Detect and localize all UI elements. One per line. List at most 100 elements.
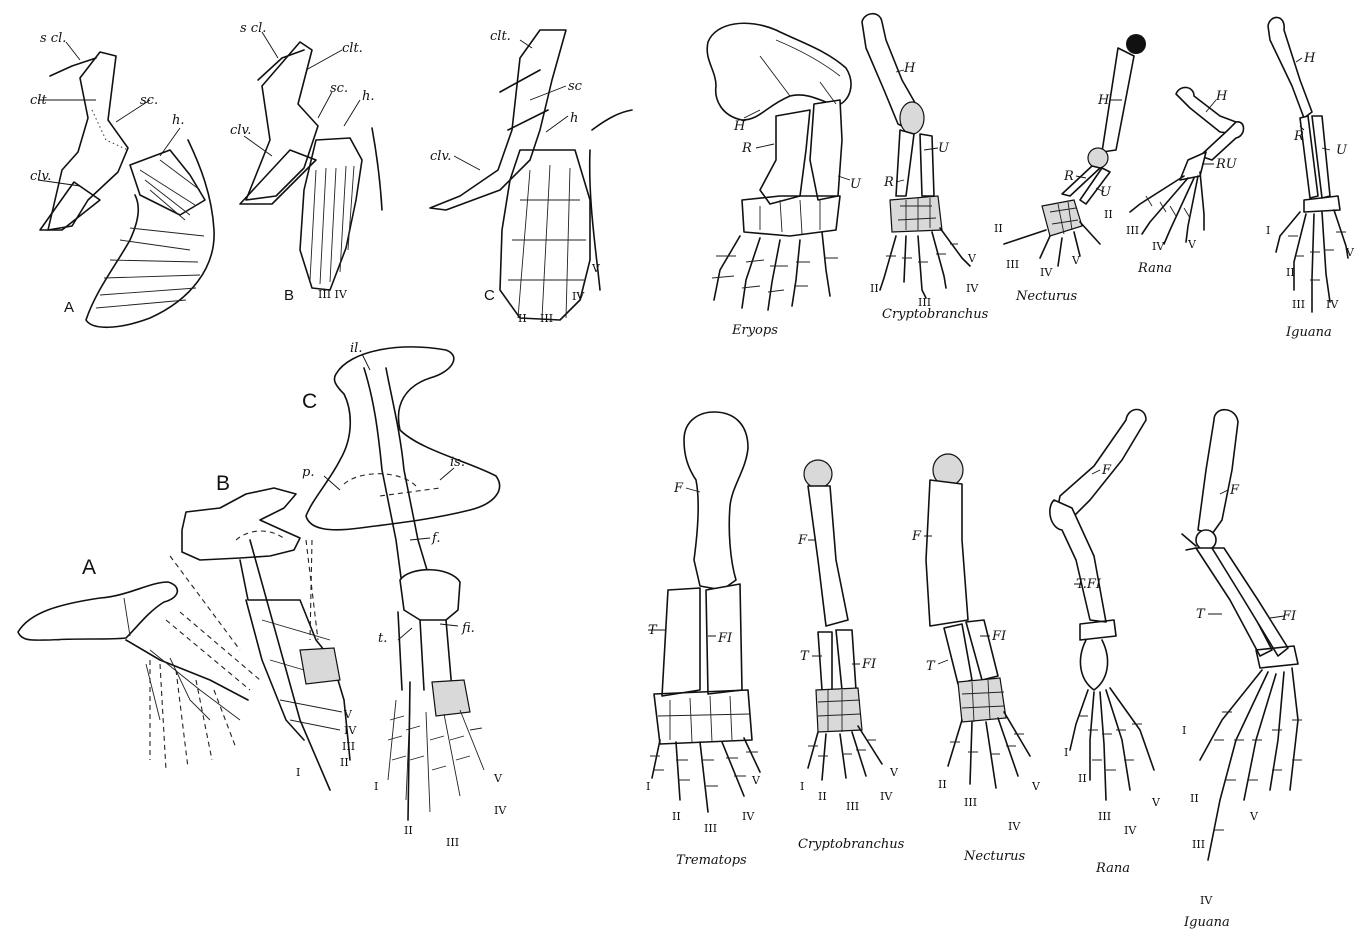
- label-u-iguana-fore: U: [1336, 143, 1348, 158]
- digit-necturus-fore-5: V: [1071, 254, 1081, 267]
- digit-rana-hind-2: II: [1078, 772, 1087, 785]
- panel-letter-pelvic-b: B: [216, 472, 230, 495]
- digit-rana-fore-3: III: [1126, 224, 1139, 237]
- label-t-necturus-hind: T: [926, 659, 936, 674]
- label-r-eryops: R: [741, 141, 752, 156]
- label-f-rana-hind: F: [1101, 463, 1112, 478]
- digit-trematops-4: IV: [742, 810, 755, 823]
- shoulder-panel-b: s cl. clt. sc. h. clv. B III IV: [230, 21, 382, 304]
- digit-iguana-fore-5: V: [1345, 246, 1355, 259]
- label-fi-crypto-hind: FI: [861, 657, 877, 672]
- digit-rana-hind-4: IV: [1124, 824, 1137, 837]
- hindlimb-trematops: F T FI I II III IV V Trematops: [646, 412, 761, 868]
- caption-hind-rana: Rana: [1095, 861, 1130, 876]
- label-fi: fi.: [461, 621, 475, 636]
- label-fi-necturus-hind: FI: [991, 629, 1007, 644]
- label-il: il.: [350, 341, 362, 356]
- digit-iguana-hind-5: V: [1249, 810, 1259, 823]
- digit-pelvic-b-4: IV: [344, 724, 357, 737]
- label-fi-trematops: FI: [717, 631, 733, 646]
- digit-iguana-fore-1: I: [1266, 224, 1270, 237]
- label-h-rana-fore: H: [1215, 89, 1228, 104]
- digit-necturus-fore-4: IV: [1040, 266, 1053, 279]
- forelimb-necturus: H R U II III IV V Necturus: [994, 34, 1146, 304]
- caption-hind-trematops: Trematops: [676, 853, 747, 868]
- label-r-iguana-fore: R: [1293, 129, 1304, 144]
- digit-iguana-fore-3: III: [1292, 298, 1305, 311]
- label-scl-b: s cl.: [240, 21, 266, 36]
- digit-pelvic-b-3: III: [342, 740, 355, 753]
- caption-hind-cryptobranchus: Cryptobranchus: [798, 837, 905, 852]
- label-clt-c: clt.: [490, 29, 511, 44]
- label-is: is.: [450, 455, 465, 470]
- label-sc-b: sc.: [330, 81, 348, 96]
- digit-trematops-3: III: [704, 822, 717, 835]
- label-t-crypto-hind: T: [800, 649, 810, 664]
- panel-letter-pelvic-c: C: [302, 390, 317, 413]
- digit-iguana-fore-4: IV: [1326, 298, 1339, 311]
- caption-hind-necturus: Necturus: [963, 849, 1026, 864]
- digit-crypto-hind-3: III: [846, 800, 859, 813]
- label-t-iguana-hind: T: [1196, 607, 1206, 622]
- digit-crypto-hind-1: I: [800, 780, 804, 793]
- label-f-crypto-hind: F: [797, 533, 808, 548]
- digit-shoulder-c-3: III: [540, 312, 553, 325]
- digit-crypto-hind-5: V: [889, 766, 899, 779]
- digit-pelvic-c-5: V: [493, 772, 503, 785]
- digit-pelvic-c-2: II: [404, 824, 413, 837]
- label-u-eryops: U: [850, 177, 862, 192]
- digit-pelvic-c-3: III: [446, 836, 459, 849]
- digit-necturus-fore-2: II: [994, 222, 1003, 235]
- digit-trematops-5: V: [751, 774, 761, 787]
- digit-iguana-hind-4: IV: [1200, 894, 1213, 907]
- digit-crypto-hind-4: IV: [880, 790, 893, 803]
- caption-hind-iguana: Iguana: [1183, 915, 1230, 930]
- caption-fore-necturus: Necturus: [1015, 289, 1078, 304]
- digit-shoulder-c-2: II: [518, 312, 527, 325]
- label-f-necturus-hind: F: [911, 529, 922, 544]
- caption-fore-cryptobranchus: Cryptobranchus: [882, 307, 989, 322]
- digit-trematops-1: I: [646, 780, 650, 793]
- digit-rana-hind-3: III: [1098, 810, 1111, 823]
- pelvic-panel-a: A: [18, 556, 260, 770]
- label-clt-b: clt.: [342, 41, 363, 56]
- label-ru-rana-fore: RU: [1215, 157, 1238, 172]
- label-clv-a: clv.: [30, 169, 51, 184]
- label-t-trematops: T: [648, 623, 658, 638]
- hindlimb-necturus: F FI T II III IV V Necturus: [911, 454, 1041, 864]
- label-h-crypto-fore: H: [903, 61, 916, 76]
- digit-rana-fore-2: II: [1104, 208, 1113, 221]
- digit-iguana-hind-3: III: [1192, 838, 1205, 851]
- digit-rana-fore-5: V: [1187, 238, 1197, 251]
- digit-pelvic-c-1: I: [374, 780, 378, 793]
- hindlimb-iguana: F T FI I II III IV V Iguana: [1182, 410, 1302, 930]
- hindlimb-cryptobranchus: F T FI I II III IV V Cryptobranchus: [797, 460, 905, 852]
- forelimb-cryptobranchus: H U R II III IV V Cryptobranchus: [862, 14, 989, 322]
- digit-rana-hind-1: I: [1064, 746, 1068, 759]
- digit-pelvic-b-2: II: [340, 756, 349, 769]
- label-h-necturus-fore: H: [1097, 93, 1110, 108]
- label-h-c: h: [570, 111, 578, 126]
- digits-shoulder-b: III IV: [318, 288, 348, 301]
- label-h-iguana-fore: H: [1303, 51, 1316, 66]
- forelimb-rana: H RU II III IV V Rana: [1104, 87, 1244, 276]
- digit-iguana-fore-2: II: [1286, 266, 1295, 279]
- pelvic-panel-c: il. is. p. f. fi. t. C I II III IV V: [302, 341, 507, 849]
- panel-letter-shoulder-a: A: [64, 299, 74, 316]
- digit-necturus-hind-5: V: [1031, 780, 1041, 793]
- label-h-eryops: H: [733, 119, 746, 134]
- digit-pelvic-b-1: I: [296, 766, 300, 779]
- digit-trematops-2: II: [672, 810, 681, 823]
- panel-letter-pelvic-a: A: [82, 556, 96, 579]
- digit-iguana-hind-1: I: [1182, 724, 1186, 737]
- label-r-crypto-fore: R: [883, 175, 894, 190]
- caption-fore-rana: Rana: [1137, 261, 1172, 276]
- label-u-necturus-fore: U: [1100, 185, 1112, 200]
- hindlimb-rana: F T.FI I II III IV V Rana: [1050, 410, 1161, 877]
- digit-pelvic-c-4: IV: [494, 804, 507, 817]
- digit-rana-hind-5: V: [1151, 796, 1161, 809]
- digit-necturus-hind-4: IV: [1008, 820, 1021, 833]
- digit-crypto-hind-2: II: [818, 790, 827, 803]
- label-f: f.: [431, 531, 440, 546]
